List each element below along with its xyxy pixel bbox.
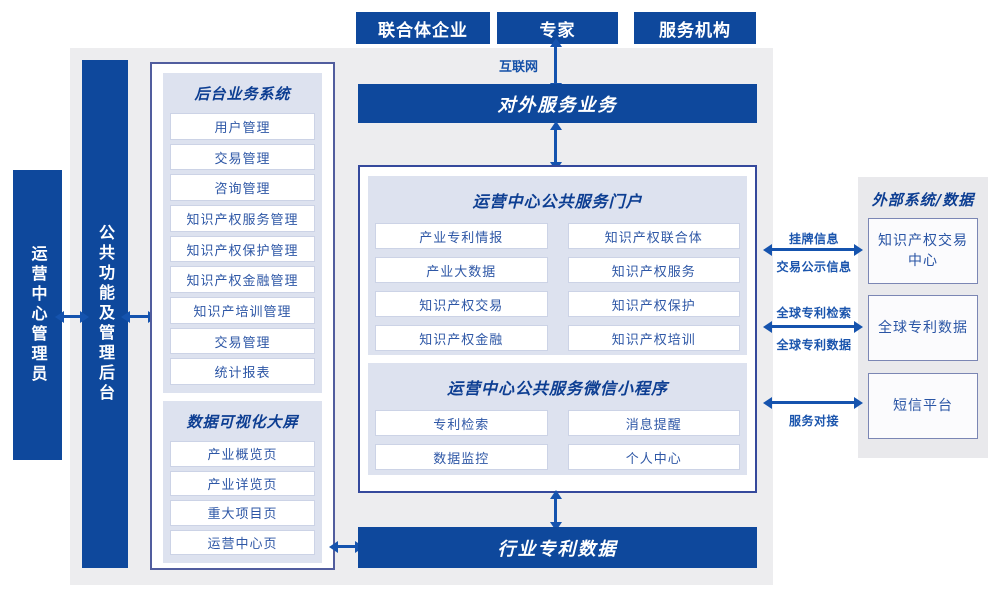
backend-item: 知识产培训管理 (170, 297, 315, 324)
dashboard-item: 运营中心页 (170, 529, 315, 555)
backend-item: 交易管理 (170, 143, 315, 171)
external-systems-title: 外部系统/数据 (871, 191, 975, 209)
arrow-portal-to-sms (763, 396, 863, 409)
miniprogram-panel-title: 运营中心公共服务微信小程序 (446, 379, 668, 398)
portal-item: 知识产权培训 (567, 325, 740, 351)
backend-item: 知识产权保护管理 (170, 235, 315, 263)
link-label-global-patent-search: 全球专利检索 (776, 306, 852, 320)
backend-panel-title: 后台业务系统 (194, 85, 291, 103)
node-service-agencies: 服务机构 (634, 12, 756, 44)
arrow-mgmt-to-backend (121, 310, 157, 323)
link-label-transaction-publicity: 交易公示信息 (776, 260, 852, 274)
ext-box-global-patent-data: 全球专利数据 (868, 295, 978, 361)
arrow-portal-to-global-patent (763, 320, 863, 333)
portal-item: 产业专利情报 (375, 223, 548, 249)
backend-item: 知识产权服务管理 (170, 205, 315, 232)
arrow-internet (549, 38, 562, 92)
dashboard-panel-title: 数据可视化大屏 (186, 413, 299, 431)
dashboard-item: 产业概览页 (170, 441, 315, 467)
node-consortium-enterprises: 联合体企业 (356, 12, 490, 44)
backend-item: 用户管理 (170, 113, 315, 140)
portal-item: 产业大数据 (375, 257, 548, 283)
dashboard-item: 产业详览页 (170, 470, 315, 496)
link-label-service-integration: 服务对接 (788, 414, 839, 428)
link-label-global-patent-data: 全球专利数据 (776, 338, 852, 352)
portal-item: 知识产权交易 (375, 291, 548, 317)
portal-item: 知识产权保护 (567, 291, 740, 317)
arrow-portal-to-trading-center (763, 243, 863, 256)
backend-panel: 后台业务系统 用户管理 交易管理 咨询管理 知识产权服务管理 知识产权保护管理 … (163, 73, 322, 393)
backend-item: 统计报表 (170, 358, 315, 386)
miniprogram-panel: 运营中心公共服务微信小程序 专利检索 消息提醒 数据监控 个人中心 (368, 363, 747, 475)
portal-panel: 运营中心公共服务门户 产业专利情报 知识产权联合体 产业大数据 知识产权服务 知… (368, 176, 747, 355)
operation-center-admin-bar: 运营中心管理员 (13, 170, 62, 460)
arrow-service-to-portal (549, 121, 562, 171)
arrow-dashboard-to-industry-data (329, 540, 364, 553)
portal-panel-title: 运营中心公共服务门户 (472, 192, 643, 211)
internet-label: 互联网 (498, 60, 538, 75)
miniprogram-item: 消息提醒 (567, 410, 740, 436)
backend-item: 知识产权金融管理 (170, 266, 315, 294)
arrow-portal-to-industry-data (549, 490, 562, 531)
dashboard-item: 重大项目页 (170, 500, 315, 526)
industry-patent-data-bar: 行业专利数据 (358, 527, 757, 568)
backend-item: 交易管理 (170, 327, 315, 355)
portal-item: 知识产权金融 (375, 325, 548, 351)
backend-item: 咨询管理 (170, 174, 315, 202)
portal-container: 运营中心公共服务门户 产业专利情报 知识产权联合体 产业大数据 知识产权服务 知… (358, 165, 757, 493)
ext-box-ip-trading-center: 知识产权交易中心 (868, 218, 978, 284)
external-service-bar: 对外服务业务 (358, 84, 757, 123)
arrow-admin-to-mgmt (55, 310, 89, 323)
portal-item: 知识产权联合体 (567, 223, 740, 249)
ext-box-sms-platform: 短信平台 (868, 373, 978, 439)
miniprogram-item: 个人中心 (567, 444, 740, 470)
portal-item: 知识产权服务 (567, 257, 740, 283)
backend-container: 后台业务系统 用户管理 交易管理 咨询管理 知识产权服务管理 知识产权保护管理 … (150, 62, 335, 570)
dashboard-panel: 数据可视化大屏 产业概览页 产业详览页 重大项目页 运营中心页 (163, 401, 322, 563)
miniprogram-item: 数据监控 (375, 444, 548, 470)
link-label-listing-info: 挂牌信息 (788, 232, 839, 246)
public-function-mgmt-bar: 公共功能及管理后台 (82, 60, 128, 568)
miniprogram-item: 专利检索 (375, 410, 548, 436)
